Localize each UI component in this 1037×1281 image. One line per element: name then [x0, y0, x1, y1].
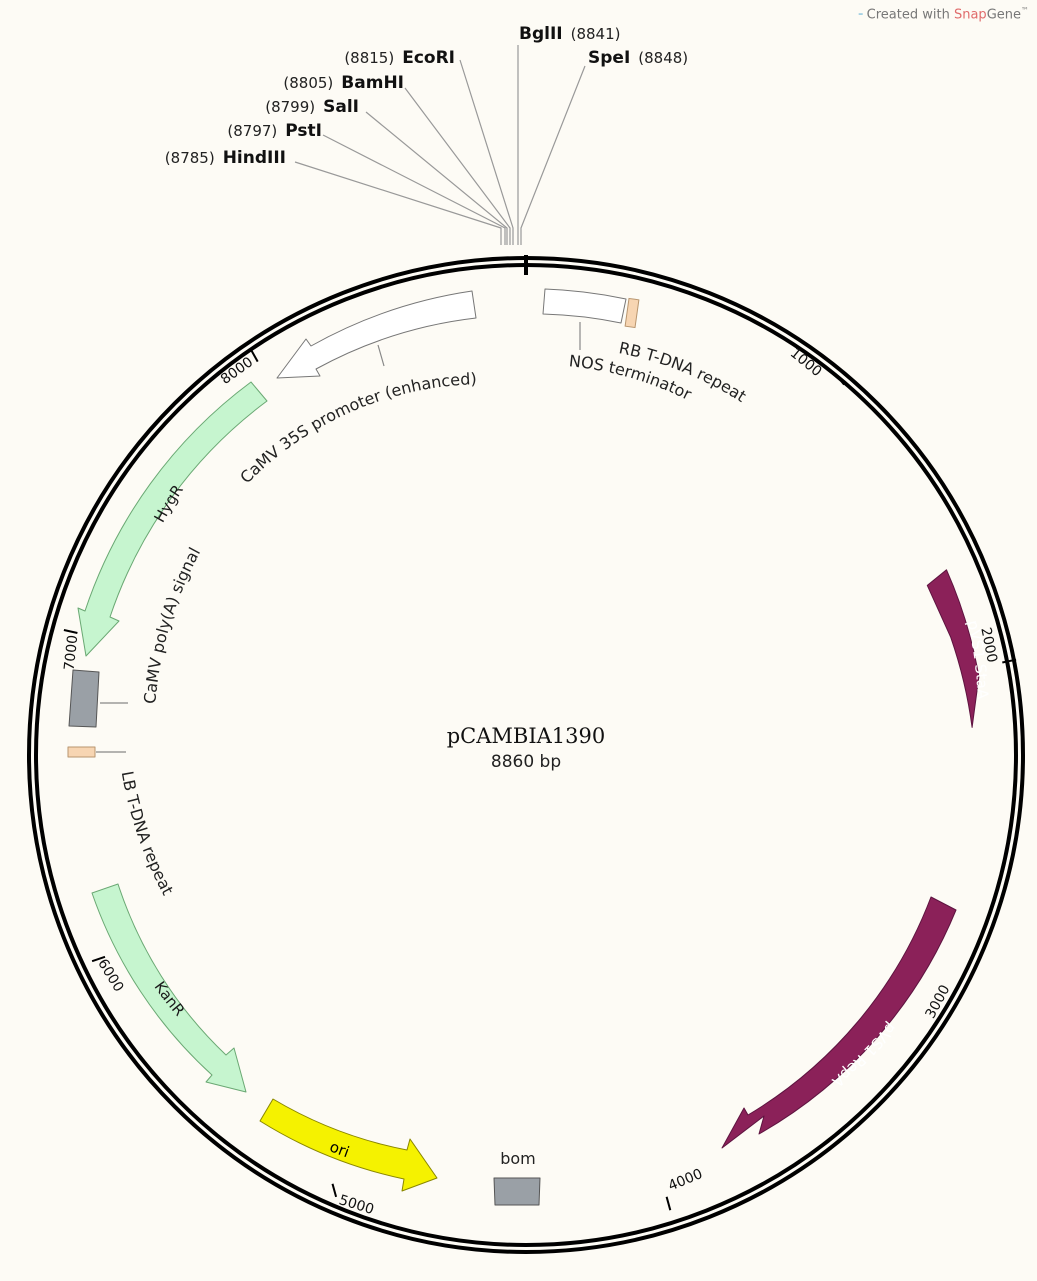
tick-label: 7000 — [62, 634, 82, 671]
svg-text:CaMV 35S promoter (enhanced): CaMV 35S promoter (enhanced) — [236, 369, 477, 487]
tick-label: 4000 — [666, 1166, 705, 1195]
site-psti: (8797) PstI — [227, 121, 322, 141]
plasmid-name: pCAMBIA1390 — [447, 724, 606, 748]
snapgene-credit: ╶ Created with SnapGene™ — [855, 6, 1029, 22]
site-position: (8785) — [165, 149, 215, 167]
site-position: (8797) — [227, 122, 277, 140]
tick-2000: 2000 — [977, 626, 1017, 664]
site-bamhi: (8805) BamHI — [283, 73, 404, 93]
site-name: EcoRI — [402, 48, 455, 68]
svg-text:ori: ori — [327, 1138, 351, 1162]
feature-camv-polya-box — [68, 669, 100, 728]
site-hindiii: (8785) HindIII — [165, 148, 286, 168]
tick-7000: 7000 — [62, 629, 82, 671]
feature-pvs1-repa-arrow — [721, 896, 957, 1149]
site-name: BglII — [519, 24, 563, 44]
feature-kanr-arrow — [91, 883, 247, 1093]
tick-marks: 1000 2000 3000 4000 5000 6000 7000 8000 — [62, 345, 1017, 1218]
feature-rb-tdna-box — [624, 297, 640, 329]
site-name: HindIII — [223, 148, 286, 168]
feature-label-camv-polya: CaMV poly(A) signal — [140, 544, 204, 704]
tick-label: 6000 — [94, 956, 126, 995]
site-name: BamHI — [341, 73, 404, 93]
credit-mark: ™ — [1021, 6, 1029, 15]
site-bglii: BglII (8841) — [519, 24, 621, 44]
site-position: (8799) — [265, 98, 315, 116]
feature-label-lb: LB T-DNA repeat — [118, 770, 178, 899]
svg-text:CaMV poly(A) signal: CaMV poly(A) signal — [140, 544, 204, 704]
tick-label: 2000 — [977, 626, 1000, 664]
feature-label-camv35s: CaMV 35S promoter (enhanced) — [236, 369, 477, 487]
feature-hygr-arrow — [77, 381, 268, 657]
site-name: SpeI — [588, 48, 630, 68]
site-position: (8841) — [571, 25, 621, 43]
site-sali: (8799) SalI — [265, 97, 359, 117]
feature-bom-box — [493, 1177, 541, 1206]
svg-text:LB T-DNA repeat: LB T-DNA repeat — [118, 770, 178, 899]
feature-connectors — [96, 322, 581, 753]
site-position: (8805) — [283, 74, 333, 92]
snapgene-logo-icon: ╶ — [854, 7, 863, 23]
feature-camv35s-promoter-arrow — [276, 290, 477, 379]
site-name: PstI — [285, 121, 322, 141]
site-name: SalI — [323, 97, 359, 117]
plasmid-length: 8860 bp — [491, 752, 561, 772]
site-ecori: (8815) EcoRI — [344, 48, 455, 68]
feature-nos-terminator-box — [542, 288, 627, 324]
features — [67, 288, 980, 1206]
feature-pvs1-staa-arrow — [926, 569, 980, 728]
restriction-sites: (8785) HindIII (8797) PstI (8799) SalI (880… — [165, 24, 688, 168]
site-leader-lines — [294, 45, 586, 245]
site-position: (8848) — [638, 49, 688, 67]
site-spei: SpeI (8848) — [588, 48, 688, 68]
feature-labels-inside: pVS1 StaA pVS1 RepA ori KanR HygR — [150, 481, 991, 1161]
site-position: (8815) — [344, 49, 394, 67]
feature-label-bom: bom — [500, 1149, 536, 1168]
credit-suffix: Gene — [986, 7, 1021, 23]
feature-ori-arrow — [259, 1098, 438, 1192]
feature-label-ori: ori — [327, 1138, 351, 1162]
feature-lb-tdna-box — [67, 746, 96, 758]
credit-brand: Snap — [953, 7, 987, 23]
credit-prefix: Created with — [866, 7, 954, 23]
tick-4000: 4000 — [665, 1166, 705, 1211]
